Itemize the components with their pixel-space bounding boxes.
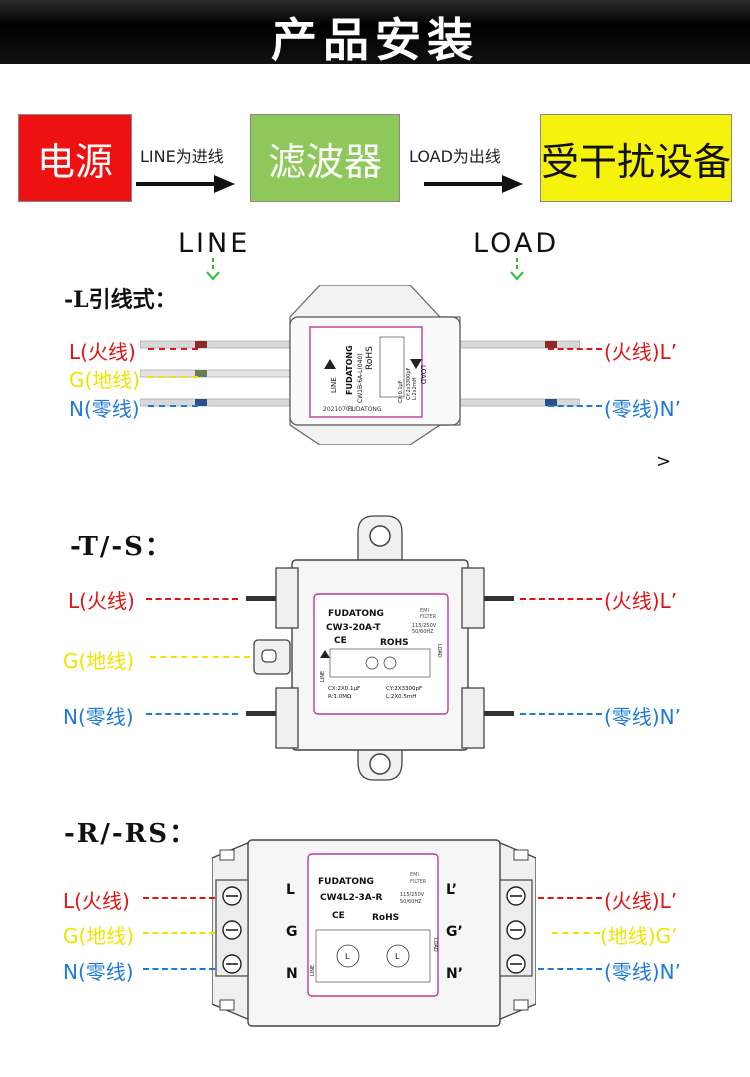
svg-text:L: L (286, 882, 295, 898)
svg-text:CW4L2-3A-R: CW4L2-3A-R (320, 893, 382, 903)
header-banner: 产品安装 (0, 0, 750, 67)
terminal-blocks-right (499, 879, 533, 977)
neutral-wire-line (148, 405, 198, 407)
svg-text:LINE: LINE (320, 671, 326, 682)
svg-text:N: N (286, 966, 298, 982)
r-type-live-in-label: L(火线) (63, 889, 130, 913)
page-title: 产品安装 (271, 13, 479, 67)
svg-text:20210701: 20210701 (323, 406, 354, 413)
svg-text:RoHS: RoHS (372, 913, 399, 923)
right-arrow-icon (424, 175, 523, 193)
svg-text:R:1.0MΩ: R:1.0MΩ (328, 694, 351, 700)
svg-text:LOAD: LOAD (436, 644, 442, 658)
ground-wire-line (148, 376, 198, 378)
svg-text:FUDATONG: FUDATONG (348, 406, 382, 413)
svg-text:CE: CE (334, 636, 347, 646)
section-title-r-type: -R/-RS： (64, 819, 198, 849)
chevron-right-icon: > (656, 451, 672, 472)
live-wire-line (538, 897, 602, 899)
svg-text:ROHS: ROHS (380, 638, 409, 648)
svg-text:L:2x2mH: L:2x2mH (412, 377, 418, 400)
l-type-neutral-in-label: N(零线) (69, 397, 140, 421)
ground-wire-line (143, 932, 215, 934)
t-type-neutral-in-label: N(零线) (63, 705, 134, 729)
svg-text:LOAD: LOAD (419, 365, 427, 384)
r-type-live-out-label: (火线)L’ (604, 889, 678, 913)
neutral-wire-line (548, 405, 602, 407)
svg-text:G’: G’ (446, 924, 463, 940)
l-type-neutral-out-label: (零线)N’ (604, 397, 681, 421)
svg-text:L: L (345, 952, 350, 961)
right-lead-wires (439, 340, 580, 407)
r-type-ground-out-label: (地线)G’ (600, 924, 678, 948)
svg-text:115/250V: 115/250V (400, 892, 425, 898)
svg-text:LOAD: LOAD (432, 938, 438, 952)
l-type-filter-image: 20210701 FUDATONG FUDATONG CW1B-6A-L(040… (140, 285, 580, 445)
down-arrow-icon (510, 258, 524, 281)
svg-text:CY:2x3300pF: CY:2x3300pF (406, 367, 412, 400)
svg-text:CX:2X0.1μF: CX:2X0.1μF (328, 686, 360, 692)
svg-text:CY:2X3300pF: CY:2X3300pF (386, 686, 422, 692)
svg-text:CE: CE (332, 911, 345, 921)
svg-text:LINE: LINE (330, 377, 338, 393)
live-wire-line (146, 598, 238, 600)
svg-text:FILTER: FILTER (410, 879, 427, 885)
svg-text:115/250V: 115/250V (412, 623, 437, 629)
svg-text:LINE: LINE (310, 965, 316, 976)
svg-text:FUDATONG: FUDATONG (345, 345, 354, 395)
svg-text:G: G (286, 924, 298, 940)
neutral-wire-line (143, 968, 215, 970)
live-wire-line (520, 598, 602, 600)
terminal-blocks-left (215, 879, 249, 977)
svg-text:CW3-20A-T: CW3-20A-T (326, 623, 381, 633)
svg-text:FILTER: FILTER (420, 614, 437, 620)
live-wire-line (143, 897, 215, 899)
ground-wire-line (552, 932, 600, 934)
live-wire-line (148, 348, 198, 350)
svg-text:CW1B-6A-L(040): CW1B-6A-L(040) (357, 353, 364, 403)
load-output-label: LOAD为出线 (409, 147, 501, 166)
r-type-filter-image: L G N L’ G’ N’ FUDATONG EMI FILTER CW4L2… (212, 839, 536, 1027)
t-type-neutral-out-label: (零线)N’ (604, 705, 681, 729)
svg-text:N’: N’ (446, 966, 463, 982)
section-title-l-type: -L引线式： (64, 287, 177, 313)
svg-text:50/60HZ: 50/60HZ (400, 899, 422, 905)
line-side-label: LINE (178, 228, 251, 259)
neutral-wire-line (538, 968, 602, 970)
left-lead-wires (140, 340, 291, 407)
l-type-ground-in-label: G(地线) (69, 368, 141, 392)
line-input-label: LINE为进线 (140, 147, 224, 166)
svg-text:RoHS: RoHS (365, 346, 375, 370)
down-arrow-icon (206, 258, 220, 281)
svg-text:50/60HZ: 50/60HZ (412, 629, 434, 635)
r-type-ground-in-label: G(地线) (63, 924, 135, 948)
svg-text:CX:0.1μF: CX:0.1μF (398, 380, 404, 403)
svg-text:L:2X0.5mH: L:2X0.5mH (386, 694, 416, 700)
ground-wire-line (150, 656, 250, 658)
r-type-neutral-out-label: (零线)N’ (604, 960, 681, 984)
svg-text:L’: L’ (446, 882, 457, 898)
neutral-wire-line (520, 713, 602, 715)
t-type-filter-image: FUDATONG EMI FILTER CW3-20A-T 115/250V 5… (246, 515, 514, 781)
load-side-label: LOAD (473, 228, 560, 259)
live-wire-line (548, 348, 602, 350)
load-device-box: 受干扰设备 (540, 114, 732, 202)
t-type-live-out-label: (火线)L’ (604, 589, 678, 613)
svg-text:EMI: EMI (410, 872, 419, 878)
r-type-neutral-in-label: N(零线) (63, 960, 134, 984)
l-type-live-in-label: L(火线) (69, 340, 136, 364)
svg-text:FUDATONG: FUDATONG (328, 609, 384, 619)
svg-text:FUDATONG: FUDATONG (318, 877, 374, 887)
section-title-t-type: -T/-S： (70, 532, 173, 562)
svg-text:L: L (395, 952, 400, 961)
right-arrow-icon (136, 175, 235, 193)
t-type-ground-in-label: G(地线) (63, 649, 135, 673)
svg-text:EMI: EMI (420, 608, 429, 614)
l-type-live-out-label: (火线)L’ (604, 340, 678, 364)
power-source-box: 电源 (18, 114, 132, 202)
filter-box: 滤波器 (250, 114, 400, 202)
neutral-wire-line (146, 713, 238, 715)
t-type-live-in-label: L(火线) (68, 589, 135, 613)
